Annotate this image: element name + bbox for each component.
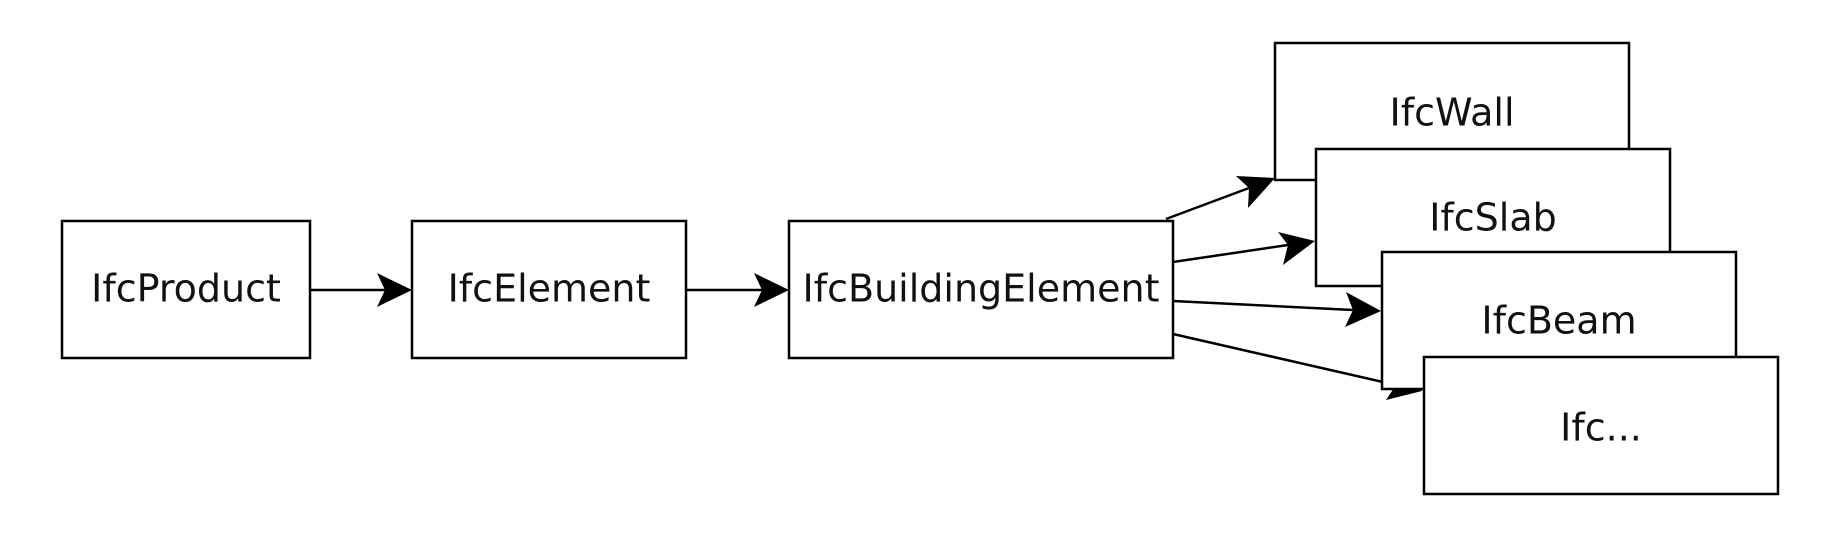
node-label: IfcBeam xyxy=(1481,299,1636,343)
node-ifc-building-element: IfcBuildingElement xyxy=(787,219,1175,360)
arrow-element-to-building-element xyxy=(686,273,789,307)
node-label: IfcWall xyxy=(1389,91,1514,135)
node-ifc-element: IfcElement xyxy=(410,219,688,360)
arrow-building-element-to-beam xyxy=(1172,292,1381,327)
node-label: IfcSlab xyxy=(1429,196,1557,240)
arrow-building-element-to-wall xyxy=(1165,176,1275,221)
arrow-building-element-to-slab xyxy=(1172,232,1315,265)
node-ifc-product: IfcProduct xyxy=(60,219,312,360)
node-label: IfcElement xyxy=(448,267,651,311)
node-ifc-other: Ifc... xyxy=(1422,355,1780,496)
arrow-product-to-element xyxy=(310,273,412,307)
node-label: IfcProduct xyxy=(91,267,281,311)
node-label: IfcBuildingElement xyxy=(803,267,1160,311)
node-label: Ifc... xyxy=(1560,406,1642,450)
